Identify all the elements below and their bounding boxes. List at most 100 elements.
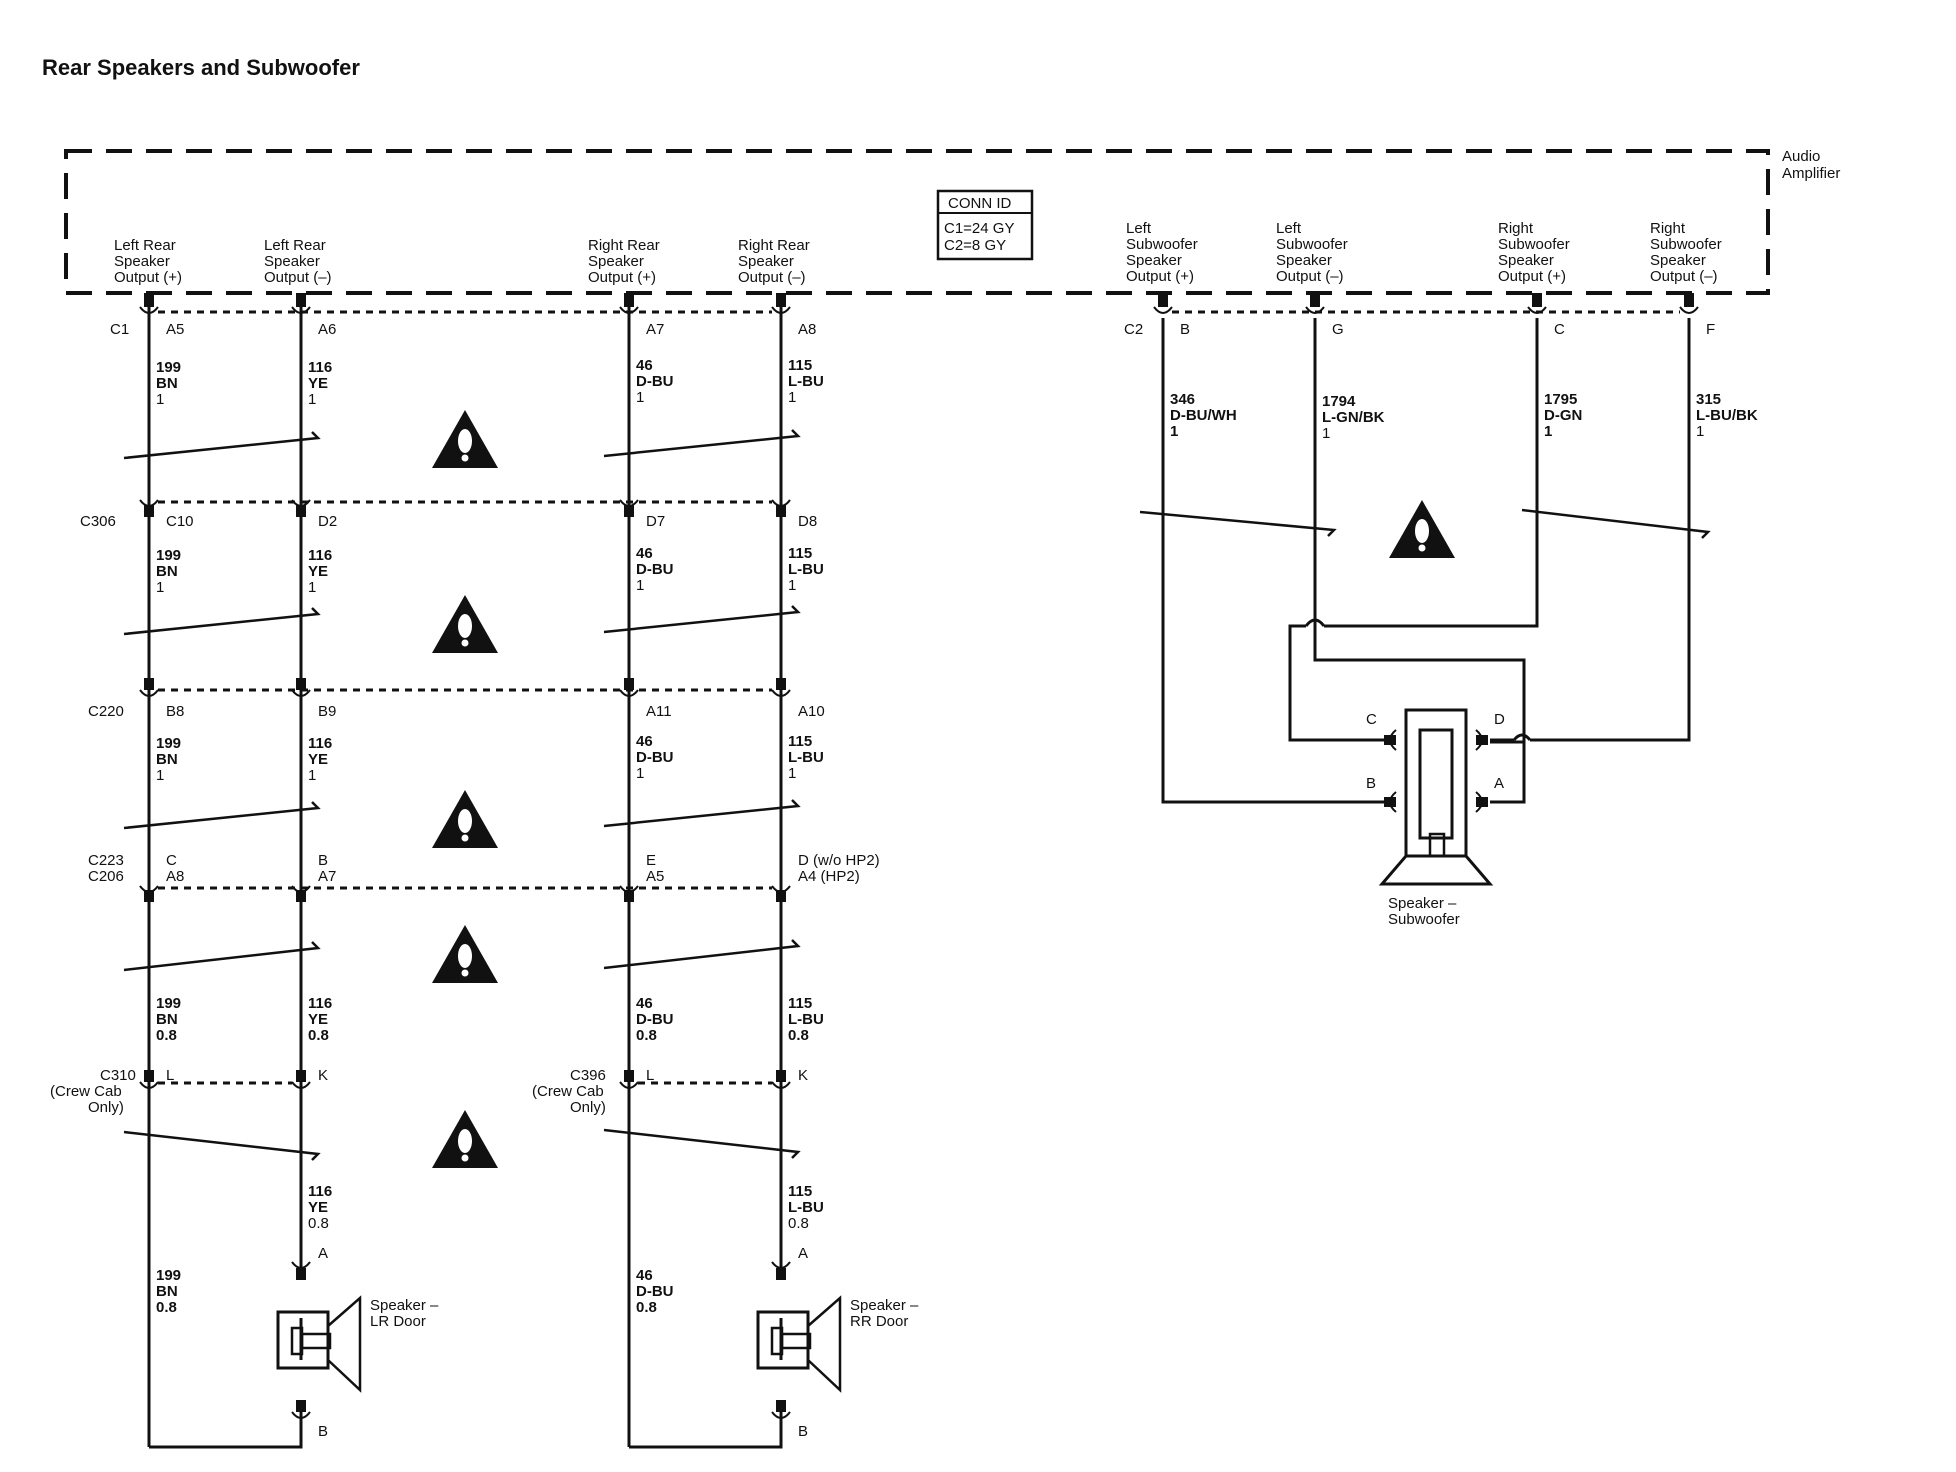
caution-triangle-icon — [432, 410, 498, 468]
c220-pins — [139, 678, 791, 697]
svg-text:199: 199 — [156, 359, 181, 376]
svg-text:D-GN: D-GN — [1544, 407, 1582, 424]
svg-text:116: 116 — [308, 1183, 332, 1200]
output-rr-pos-1: Right Rear — [588, 237, 660, 254]
connector-c223-name: C223 — [88, 852, 124, 869]
svg-text:0.8: 0.8 — [308, 1027, 329, 1044]
svg-text:L-GN/BK: L-GN/BK — [1322, 409, 1385, 426]
caution-triangle-icon — [432, 595, 498, 653]
svg-text:1: 1 — [1696, 423, 1704, 440]
svg-text:BN: BN — [156, 1283, 178, 1300]
caution-triangle-icon — [432, 925, 498, 983]
speaker-rr-door-pin-b: B — [798, 1423, 808, 1440]
svg-text:346: 346 — [1170, 391, 1195, 408]
svg-text:L-BU: L-BU — [788, 561, 824, 578]
subwoofer-wires — [1153, 293, 1699, 804]
speaker-subwoofer-label-2: Subwoofer — [1388, 911, 1460, 928]
svg-text:115: 115 — [788, 995, 812, 1012]
caution-triangle-icon — [1389, 500, 1455, 558]
c206-pin-a4: A4 (HP2) — [798, 868, 860, 885]
output-rs-pos-1: Right — [1498, 220, 1534, 237]
output-lr-pos-2: Speaker — [114, 253, 170, 270]
c1-pin-a5: A5 — [166, 321, 184, 338]
speaker-rr-door-label-2: RR Door — [850, 1313, 908, 1330]
connector-c310-name: C310 — [100, 1067, 136, 1084]
c2-pin-c: C — [1554, 321, 1565, 338]
svg-text:46: 46 — [636, 1267, 653, 1284]
svg-text:199: 199 — [156, 1267, 181, 1284]
output-lr-neg-2: Speaker — [264, 253, 320, 270]
svg-text:0.8: 0.8 — [788, 1027, 809, 1044]
output-rs-pos-4: Output (+) — [1498, 268, 1566, 285]
svg-text:116: 116 — [308, 359, 332, 376]
door-speaker-pins — [291, 1261, 791, 1419]
output-ls-pos-3: Speaker — [1126, 252, 1182, 269]
wire-break-symbols — [123, 429, 1711, 1161]
amplifier-label-1: Audio — [1782, 148, 1820, 165]
svg-text:D-BU: D-BU — [636, 1283, 674, 1300]
connector-c396-name: C396 — [570, 1067, 606, 1084]
subwoofer-pin-b: B — [1366, 775, 1376, 792]
c1-pin-a6: A6 — [318, 321, 336, 338]
c310-pin-l: L — [166, 1067, 174, 1084]
speaker-subwoofer-label-1: Speaker – — [1388, 895, 1457, 912]
svg-text:1: 1 — [1322, 425, 1330, 442]
svg-text:115: 115 — [788, 733, 812, 750]
svg-text:1: 1 — [1544, 423, 1552, 440]
conn-id-c2: C2=8 GY — [944, 237, 1006, 254]
caution-triangle-icon — [432, 790, 498, 848]
c396-pin-k: K — [798, 1067, 808, 1084]
output-ls-neg-3: Speaker — [1276, 252, 1332, 269]
output-rr-neg-1: Right Rear — [738, 237, 810, 254]
c220-pin-a10: A10 — [798, 703, 825, 720]
svg-text:1: 1 — [308, 579, 316, 596]
c223-pin-c: C — [166, 852, 177, 869]
amplifier-label-2: Amplifier — [1782, 165, 1840, 182]
svg-text:46: 46 — [636, 545, 653, 562]
svg-text:L-BU: L-BU — [788, 749, 824, 766]
svg-text:115: 115 — [788, 545, 812, 562]
speaker-lr-door: Speaker – LR Door A B — [276, 1245, 439, 1440]
c396-pin-l: L — [646, 1067, 654, 1084]
svg-text:115: 115 — [788, 357, 812, 374]
output-ls-pos-4: Output (+) — [1126, 268, 1194, 285]
c223-pin-e: E — [646, 852, 656, 869]
output-lr-neg-3: Output (–) — [264, 269, 332, 286]
svg-text:0.8: 0.8 — [636, 1027, 657, 1044]
output-rr-pos-3: Output (+) — [588, 269, 656, 286]
svg-text:199: 199 — [156, 735, 181, 752]
svg-text:1: 1 — [788, 389, 796, 406]
connector-pins — [139, 293, 791, 1419]
output-ls-neg-2: Subwoofer — [1276, 236, 1348, 253]
svg-text:1: 1 — [308, 767, 316, 784]
subwoofer-pin-d: D — [1494, 711, 1505, 728]
c220-pin-b8: B8 — [166, 703, 184, 720]
svg-text:0.8: 0.8 — [156, 1299, 177, 1316]
svg-text:L-BU: L-BU — [788, 373, 824, 390]
c206-pin-a7: A7 — [318, 868, 336, 885]
output-rs-neg-4: Output (–) — [1650, 268, 1718, 285]
svg-text:1: 1 — [636, 577, 644, 594]
svg-text:1: 1 — [308, 391, 316, 408]
svg-text:199: 199 — [156, 995, 181, 1012]
connector-c206-name: C206 — [88, 868, 124, 885]
c223-pin-b: B — [318, 852, 328, 869]
speaker-lr-door-label-1: Speaker – — [370, 1297, 439, 1314]
svg-text:YE: YE — [308, 1011, 328, 1028]
output-rr-neg-2: Speaker — [738, 253, 794, 270]
connector-labels: C1 A5 A6 A7 A8 C306 C10 D2 D7 D8 C220 B8… — [50, 321, 880, 1116]
svg-text:1: 1 — [636, 765, 644, 782]
connector-c310-note1: (Crew Cab — [50, 1083, 122, 1100]
c1-pin-a8: A8 — [798, 321, 816, 338]
c206-pin-a5: A5 — [646, 868, 664, 885]
c223-pin-d: D (w/o HP2) — [798, 852, 880, 869]
svg-text:D-BU: D-BU — [636, 373, 674, 390]
svg-text:YE: YE — [308, 751, 328, 768]
conn-id-c1: C1=24 GY — [944, 220, 1014, 237]
svg-text:46: 46 — [636, 733, 653, 750]
c310-pin-k: K — [318, 1067, 328, 1084]
c2-pin-f: F — [1706, 321, 1715, 338]
svg-text:BN: BN — [156, 563, 178, 580]
svg-text:116: 116 — [308, 547, 332, 564]
svg-text:1: 1 — [156, 579, 164, 596]
